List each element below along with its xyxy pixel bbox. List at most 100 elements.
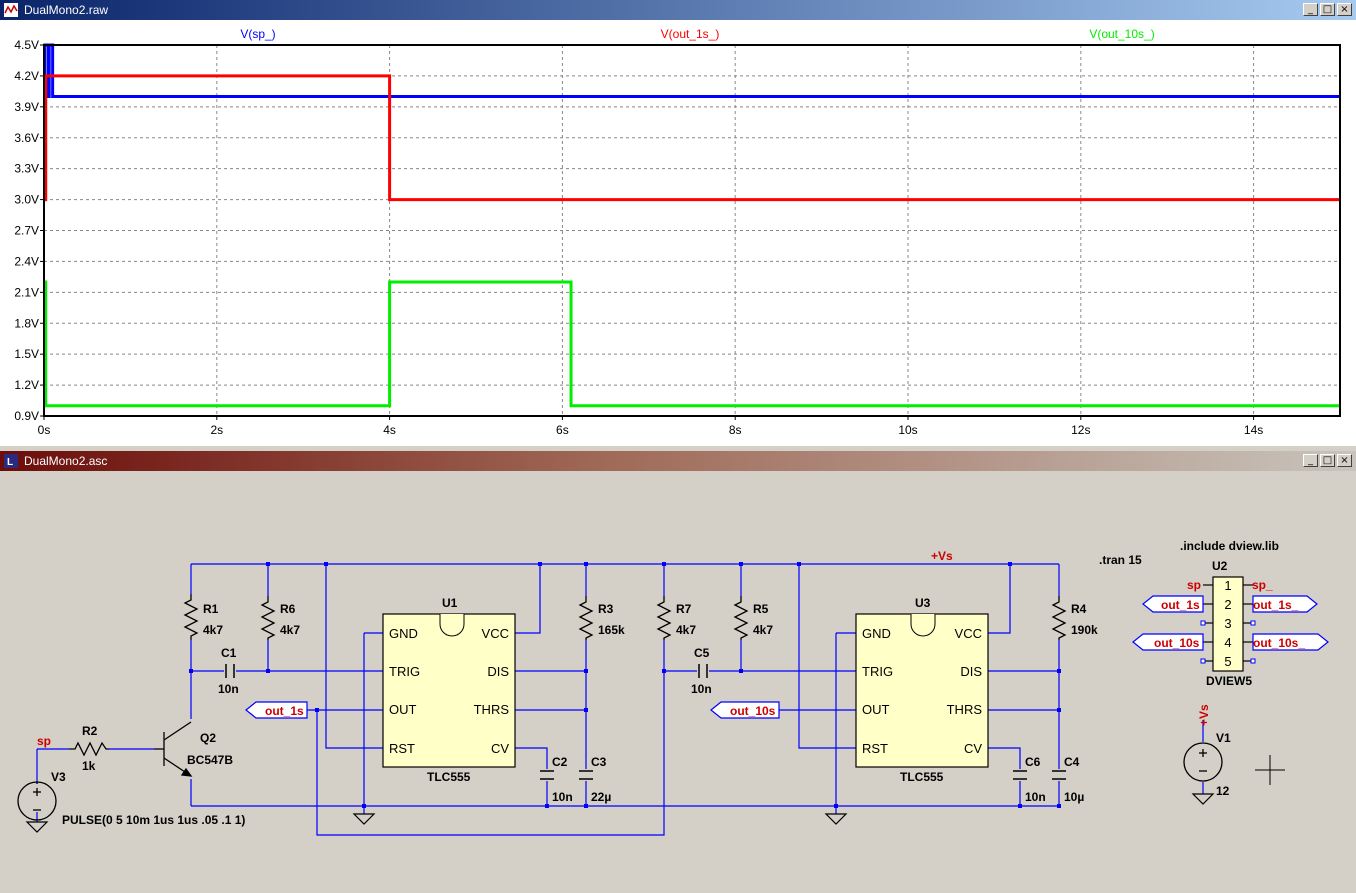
u2-pin-3: 3 bbox=[1224, 616, 1231, 631]
waveform-titlebar[interactable]: DualMono2.raw _ □ × bbox=[0, 0, 1356, 20]
x-tick-label: 2s bbox=[210, 423, 223, 437]
u1-pin-rst: RST bbox=[389, 741, 415, 756]
r3-value: 165k bbox=[598, 623, 625, 637]
u1-pin-thrs: THRS bbox=[474, 702, 510, 717]
c2-value: 10n bbox=[552, 790, 573, 804]
u3-pin-rst: RST bbox=[862, 741, 888, 756]
waveform-app-icon bbox=[4, 3, 18, 17]
q2-transistor[interactable] bbox=[154, 721, 193, 777]
u3-pin-trig: TRIG bbox=[862, 664, 893, 679]
r3-ref: R3 bbox=[598, 602, 614, 616]
net-flags bbox=[245, 595, 1329, 719]
capacitor-symbols bbox=[225, 664, 1066, 780]
c4-value: 10µ bbox=[1064, 790, 1084, 804]
minimize-button[interactable]: _ bbox=[1303, 454, 1318, 467]
close-button[interactable]: × bbox=[1337, 454, 1352, 467]
u2-pin-5: 5 bbox=[1224, 654, 1231, 669]
schematic-titlebar[interactable]: L DualMono2.asc _ □ × bbox=[0, 451, 1356, 471]
v3-value: PULSE(0 5 10m 1us 1us .05 .1 1) bbox=[62, 813, 245, 827]
maximize-button[interactable]: □ bbox=[1320, 3, 1335, 16]
u2-pin-1: 1 bbox=[1224, 578, 1231, 593]
x-tick-label: 14s bbox=[1244, 423, 1263, 437]
r4-ref: R4 bbox=[1071, 602, 1087, 616]
u3-pin-gnd: GND bbox=[862, 626, 891, 641]
u1-pin-dis: DIS bbox=[487, 664, 509, 679]
schematic-canvas[interactable]: GND TRIG OUT RST VCC DIS THRS CV GND TRI… bbox=[4, 475, 1352, 891]
x-tick-label: 0s bbox=[38, 423, 51, 437]
net-label-out-1s-left: out_1s bbox=[265, 704, 304, 718]
u1-pin-trig: TRIG bbox=[389, 664, 420, 679]
rail-label-vs: +Vs bbox=[931, 549, 953, 563]
resistor-symbols bbox=[69, 594, 1067, 757]
r1-ref: R1 bbox=[203, 602, 219, 616]
schematic-app-icon: L bbox=[4, 454, 18, 468]
svg-text:L: L bbox=[7, 457, 13, 468]
dview-label-sp-under: sp_ bbox=[1252, 578, 1273, 592]
u3-pin-cv: CV bbox=[964, 741, 982, 756]
maximize-button[interactable]: □ bbox=[1320, 454, 1335, 467]
u3-pin-vcc: VCC bbox=[955, 626, 982, 641]
y-tick-label: 3.6V bbox=[14, 131, 39, 145]
include-directive[interactable]: .include dview.lib bbox=[1180, 539, 1279, 553]
y-tick-label: 2.4V bbox=[14, 254, 39, 268]
close-button[interactable]: × bbox=[1337, 3, 1352, 16]
q2-ref: Q2 bbox=[200, 731, 216, 745]
r7-value: 4k7 bbox=[676, 623, 696, 637]
schematic-window-title: DualMono2.asc bbox=[24, 454, 108, 468]
v1-source[interactable] bbox=[1183, 742, 1223, 782]
trace-1[interactable] bbox=[43, 43, 1340, 202]
c2-ref: C2 bbox=[552, 755, 568, 769]
dview-label-out-1s-under: out_1s_ bbox=[1253, 598, 1299, 612]
u1-pin-gnd: GND bbox=[389, 626, 418, 641]
y-tick-label: 1.8V bbox=[14, 316, 39, 330]
u3-ic[interactable]: GND TRIG OUT RST VCC DIS THRS CV bbox=[855, 613, 989, 768]
schematic-window: L DualMono2.asc _ □ × bbox=[0, 451, 1356, 893]
u3-pin-thrs: THRS bbox=[947, 702, 983, 717]
u1-ic[interactable]: GND TRIG OUT RST VCC DIS THRS CV bbox=[382, 613, 516, 768]
r7-ref: R7 bbox=[676, 602, 692, 616]
c3-ref: C3 bbox=[591, 755, 607, 769]
r1-value: 4k7 bbox=[203, 623, 223, 637]
c1-value: 10n bbox=[218, 682, 239, 696]
x-tick-label: 8s bbox=[729, 423, 742, 437]
r2-value: 1k bbox=[82, 759, 96, 773]
x-tick-label: 6s bbox=[556, 423, 569, 437]
trace-2[interactable] bbox=[44, 74, 1340, 202]
y-tick-label: 3.3V bbox=[14, 162, 39, 176]
x-tick-label: 12s bbox=[1071, 423, 1090, 437]
u1-ref: U1 bbox=[442, 596, 458, 610]
v3-source[interactable] bbox=[17, 781, 57, 821]
trace-3[interactable] bbox=[44, 280, 1340, 408]
dview-label-sp: sp bbox=[1187, 578, 1201, 592]
c1-ref: C1 bbox=[221, 646, 237, 660]
u2-value: DVIEW5 bbox=[1206, 674, 1252, 688]
u3-value: TLC555 bbox=[900, 770, 944, 784]
minimize-button[interactable]: _ bbox=[1303, 3, 1318, 16]
y-tick-label: 4.2V bbox=[14, 69, 39, 83]
u2-dview5[interactable]: 1 2 3 4 5 bbox=[1200, 576, 1256, 672]
waveform-plot[interactable]: V(sp_)V(out_1s_)V(out_10s_) 0.9V1.2V1.5V… bbox=[0, 20, 1356, 446]
crosshair-cursor-icon bbox=[1255, 755, 1285, 785]
x-tick-label: 4s bbox=[383, 423, 396, 437]
c6-ref: C6 bbox=[1025, 755, 1041, 769]
v1-vs-label: +Vs bbox=[1197, 704, 1211, 726]
waveform-window-title: DualMono2.raw bbox=[24, 3, 109, 17]
r6-ref: R6 bbox=[280, 602, 296, 616]
c4-ref: C4 bbox=[1064, 755, 1080, 769]
dview-label-out-10s: out_10s bbox=[1154, 636, 1200, 650]
schematic-wires bbox=[36, 563, 1204, 836]
u3-pin-dis: DIS bbox=[960, 664, 982, 679]
u1-pin-vcc: VCC bbox=[482, 626, 509, 641]
legend-label[interactable]: V(sp_) bbox=[240, 27, 275, 41]
legend-label[interactable]: V(out_1s_) bbox=[661, 27, 720, 41]
plot-frame bbox=[43, 44, 1341, 417]
wire-junctions bbox=[189, 562, 1061, 808]
r2-ref: R2 bbox=[82, 724, 98, 738]
u3-pin-out: OUT bbox=[862, 702, 890, 717]
x-tick-label: 10s bbox=[898, 423, 917, 437]
c3-value: 22µ bbox=[591, 790, 611, 804]
waveform-window: DualMono2.raw _ □ × V(sp_) V(out_1s_) V(ou… bbox=[0, 0, 1356, 446]
legend-label[interactable]: V(out_10s_) bbox=[1089, 27, 1154, 41]
y-tick-label: 1.2V bbox=[14, 378, 39, 392]
tran-directive[interactable]: .tran 15 bbox=[1099, 553, 1142, 567]
